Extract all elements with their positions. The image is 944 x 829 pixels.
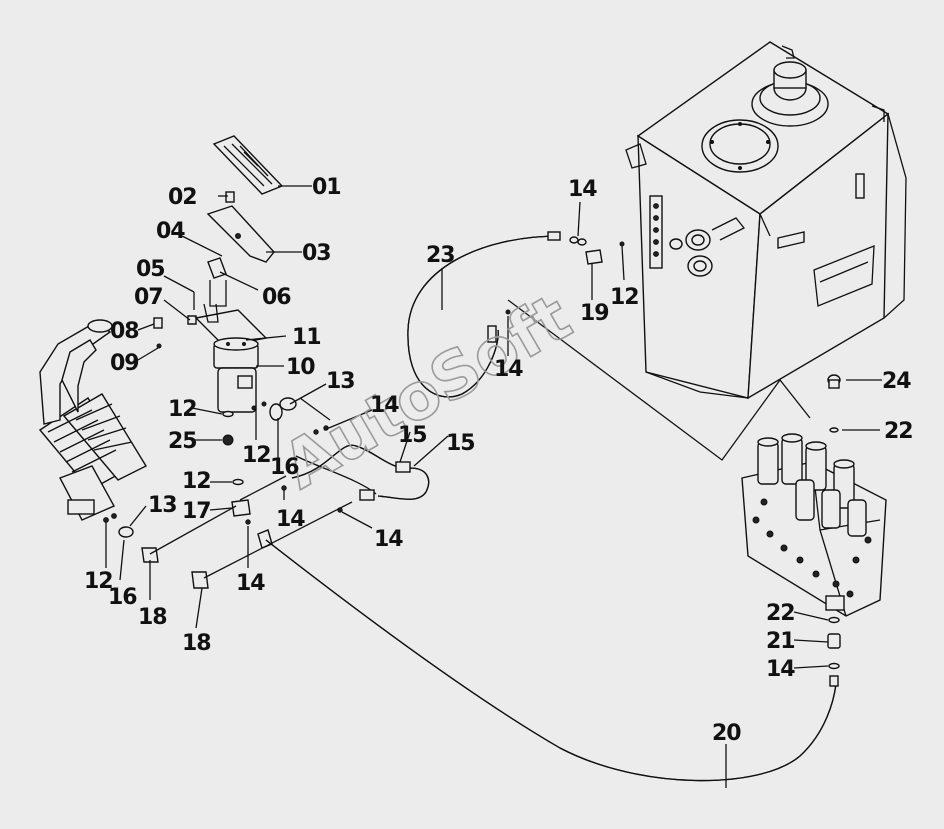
callout-14: 14: [374, 527, 403, 552]
callout-10: 10: [286, 355, 315, 380]
callout-23: 23: [426, 243, 455, 268]
callout-05: 05: [136, 257, 165, 282]
leader-lines: [105, 185, 882, 788]
callout-14: 14: [370, 393, 399, 418]
callout-08: 08: [110, 319, 139, 344]
callout-18: 18: [138, 605, 167, 630]
callout-14: 14: [276, 507, 305, 532]
callout-14: 14: [494, 357, 523, 382]
callout-03: 03: [302, 241, 331, 266]
callout-20: 20: [712, 721, 741, 746]
callout-16: 16: [108, 585, 137, 610]
callout-24: 24: [882, 369, 911, 394]
callout-12: 12: [610, 285, 639, 310]
callout-18: 18: [182, 631, 211, 656]
callout-07: 07: [134, 285, 163, 310]
callout-12: 12: [168, 397, 197, 422]
callout-16: 16: [270, 455, 299, 480]
callout-12: 12: [242, 443, 271, 468]
callout-13: 13: [326, 369, 355, 394]
callout-15: 15: [398, 423, 427, 448]
callout-11: 11: [292, 325, 321, 350]
callout-12: 12: [182, 469, 211, 494]
callout-12: 12: [84, 569, 113, 594]
callout-19: 19: [580, 301, 609, 326]
callout-14: 14: [568, 177, 597, 202]
callout-15: 15: [446, 431, 475, 456]
callout-14: 14: [236, 571, 265, 596]
callout-02: 02: [168, 185, 197, 210]
callout-01: 01: [312, 175, 341, 200]
callout-04: 04: [156, 219, 185, 244]
callout-21: 21: [766, 629, 795, 654]
watermark: AutoSoft: [271, 281, 584, 504]
hydraulic-tank: [625, 41, 907, 400]
callout-13: 13: [148, 493, 177, 518]
callout-25: 25: [168, 429, 197, 454]
callout-14: 14: [766, 657, 795, 682]
callout-22: 22: [766, 601, 795, 626]
pedal-assembly: [153, 135, 284, 413]
callout-06: 06: [262, 285, 291, 310]
callout-09: 09: [110, 351, 139, 376]
control-valve: [741, 374, 887, 617]
travel-pedals: [38, 319, 147, 521]
hoses: [103, 231, 841, 782]
callout-17: 17: [182, 499, 211, 524]
callout-22: 22: [884, 419, 913, 444]
callouts: 01 02 03 04 05 06 07 08 09 10 11 12 12 1…: [84, 175, 914, 746]
